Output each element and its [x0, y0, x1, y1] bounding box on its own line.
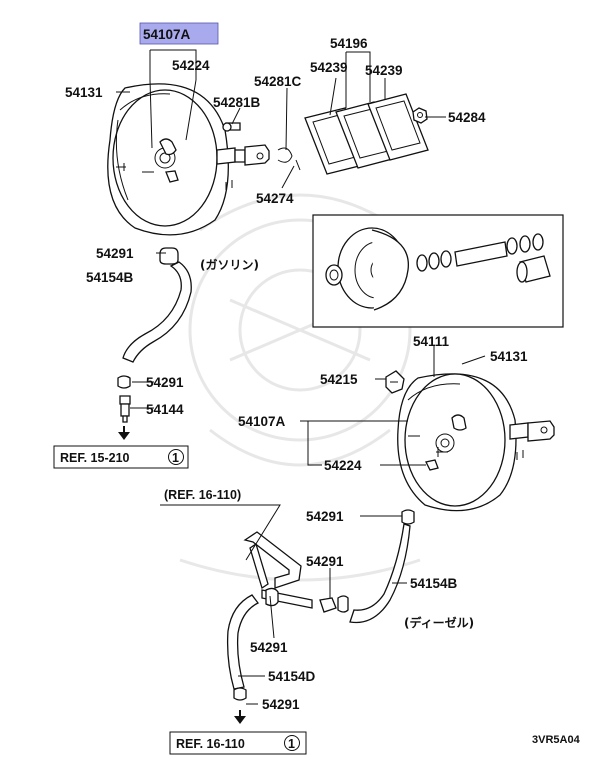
label-54239-a[interactable]: 54239	[310, 60, 348, 75]
label-54111[interactable]: 54111	[413, 334, 450, 349]
label-54281B[interactable]: 54281B	[213, 95, 261, 110]
label-54291-f[interactable]: 54291	[262, 697, 300, 712]
watermark-emblem	[179, 193, 421, 582]
nut-54284	[412, 107, 428, 124]
label-diesel: (ディーゼル)	[404, 615, 474, 630]
ref-16-110-circle-num: 1	[288, 737, 295, 751]
label-54281C[interactable]: 54281C	[254, 74, 302, 89]
label-54107A-b[interactable]: 54107A	[238, 414, 286, 429]
label-54291-e[interactable]: 54291	[250, 640, 288, 655]
part-highlight	[139, 22, 219, 45]
ref-15-210-text[interactable]: REF. 15-210	[60, 451, 130, 465]
label-54154B-b[interactable]: 54154B	[410, 576, 458, 591]
label-54291-a[interactable]: 54291	[96, 246, 134, 261]
label-54107A-top[interactable]: 54107A	[143, 27, 191, 42]
brake-booster-diesel	[385, 370, 555, 512]
label-54274[interactable]: 54274	[256, 191, 294, 206]
clip-54281C	[277, 147, 301, 171]
label-54291-d[interactable]: 54291	[306, 554, 344, 569]
label-54224-top[interactable]: 54224	[172, 58, 210, 73]
diagram-code: 3VR5A04	[532, 734, 581, 746]
down-arrow-ref16	[234, 710, 246, 724]
label-54239-b[interactable]: 54239	[365, 63, 403, 78]
clevis-pin-54281B	[222, 122, 241, 132]
brake-booster-gasoline	[107, 83, 270, 236]
down-arrow-ref15	[118, 426, 130, 440]
vacuum-hose-54154D	[226, 594, 259, 701]
label-54215[interactable]: 54215	[320, 372, 358, 387]
ref-16-110-paren[interactable]: (REF. 16-110)	[164, 488, 241, 502]
ref-16-110-text[interactable]: REF. 16-110	[176, 737, 245, 751]
leader-lines	[116, 49, 486, 705]
vacuum-pipe-assembly	[243, 531, 313, 609]
label-54154D[interactable]: 54154D	[268, 669, 316, 684]
label-54154B-a[interactable]: 54154B	[86, 270, 134, 285]
label-54284[interactable]: 54284	[448, 110, 486, 125]
ref-15-210-circle-num: 1	[172, 451, 179, 465]
ref-box-16-110	[169, 731, 307, 755]
part-labels: 54107A 54131 54224 54281B 54281C 54196 5…	[60, 27, 581, 751]
label-54196[interactable]: 54196	[330, 36, 368, 51]
ref-box-15-210	[53, 445, 189, 469]
label-54291-c[interactable]: 54291	[306, 509, 344, 524]
label-54144[interactable]: 54144	[146, 402, 184, 417]
vacuum-hose-54154B-diesel	[319, 509, 415, 624]
label-gasoline: (ガソリン)	[200, 257, 259, 272]
master-cylinder-inset	[312, 214, 564, 328]
label-54291-b[interactable]: 54291	[146, 375, 184, 390]
gaskets-54239	[304, 93, 429, 175]
vacuum-hose-54154B-gasoline	[117, 247, 192, 423]
label-54131-b[interactable]: 54131	[490, 349, 528, 364]
label-54131-top[interactable]: 54131	[65, 85, 103, 100]
label-54224-b[interactable]: 54224	[324, 458, 362, 473]
